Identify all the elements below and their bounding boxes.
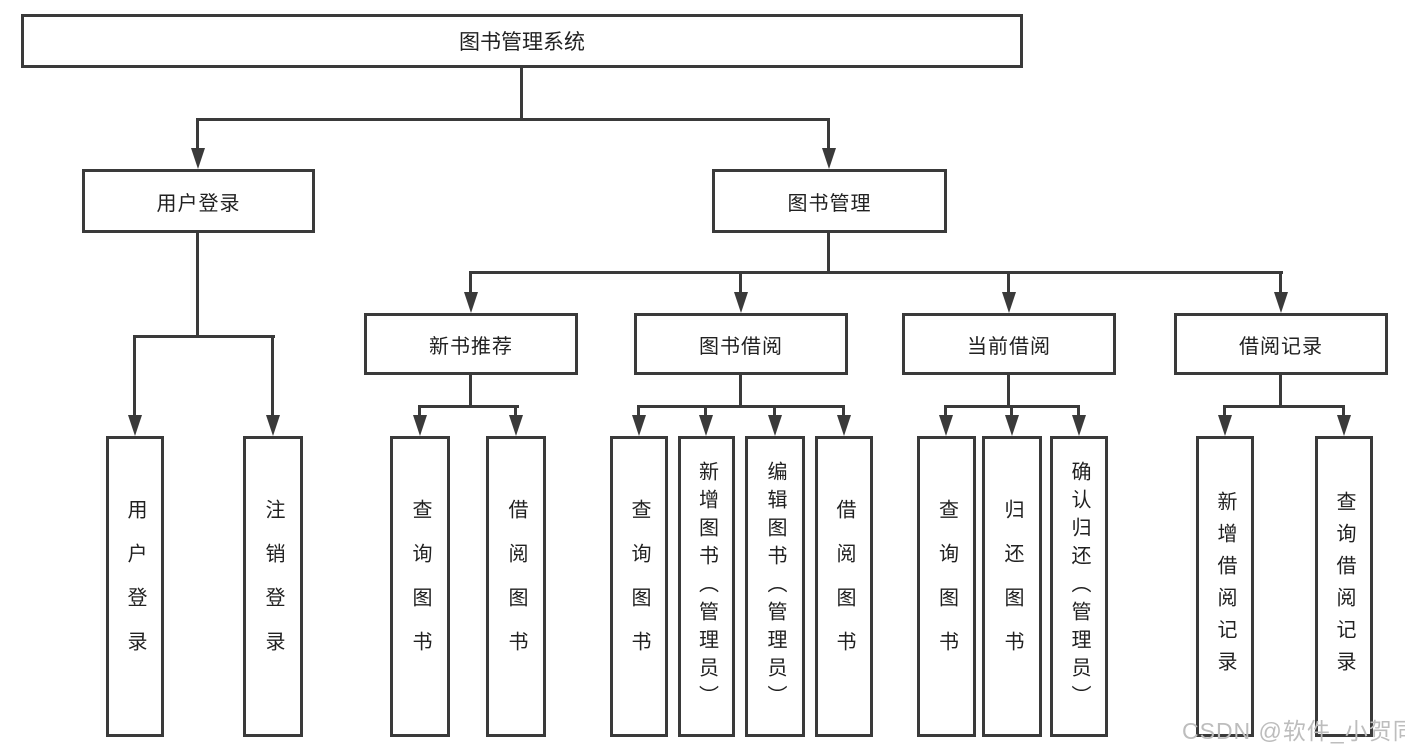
arrow-down-icon (1005, 415, 1019, 436)
node-user-login: 用户登录 (82, 169, 315, 233)
arrow-down-icon (1218, 415, 1232, 436)
leaf-query-book-3: 查询图书 (917, 436, 976, 737)
connector-line (1010, 405, 1013, 418)
connector-line (637, 405, 640, 418)
leaf-query-borrow-record-label: 查询借阅记录 (1333, 490, 1355, 683)
connector-line (1007, 375, 1010, 407)
connector-line (1077, 405, 1080, 418)
leaf-user-login: 用户登录 (106, 436, 164, 737)
arrow-down-icon (191, 148, 205, 169)
connector-line (827, 233, 830, 274)
arrow-down-icon (1072, 415, 1086, 436)
arrow-down-icon (1337, 415, 1351, 436)
connector-line (469, 271, 1283, 274)
leaf-borrow-book-2-label: 借阅图书 (833, 498, 855, 675)
leaf-borrow-book-1-label: 借阅图书 (505, 498, 527, 675)
connector-line (1279, 375, 1282, 407)
arrow-down-icon (413, 415, 427, 436)
connector-line (944, 405, 947, 418)
node-borrow-records-label: 借阅记录 (1239, 335, 1323, 358)
leaf-user-login-label: 用户登录 (124, 498, 146, 675)
arrow-down-icon (699, 415, 713, 436)
connector-line (514, 405, 517, 418)
leaf-return-book: 归还图书 (982, 436, 1042, 737)
connector-line (418, 405, 421, 418)
leaf-edit-book-admin-label: 编辑图书（管理员） (764, 460, 786, 713)
leaf-query-book-2: 查询图书 (610, 436, 668, 737)
connector-line (827, 118, 830, 151)
leaf-add-borrow-record: 新增借阅记录 (1196, 436, 1254, 737)
leaf-query-book-2-label: 查询图书 (628, 498, 650, 675)
arrow-down-icon (939, 415, 953, 436)
connector-line (469, 375, 472, 407)
connector-line (196, 118, 830, 121)
connector-line (133, 335, 136, 418)
leaf-return-book-label: 归还图书 (1001, 498, 1023, 675)
leaf-logout: 注销登录 (243, 436, 303, 737)
connector-line (1223, 405, 1345, 408)
arrow-down-icon (128, 415, 142, 436)
connector-line (739, 375, 742, 407)
node-new-book-recommend: 新书推荐 (364, 313, 578, 375)
node-new-book-recommend-label: 新书推荐 (429, 335, 513, 358)
arrow-down-icon (837, 415, 851, 436)
node-borrow-records: 借阅记录 (1174, 313, 1388, 375)
node-book-management-label: 图书管理 (787, 192, 872, 215)
arrow-down-icon (1002, 292, 1016, 313)
connector-line (739, 271, 742, 295)
connector-line (1342, 405, 1345, 418)
arrow-down-icon (464, 292, 478, 313)
connector-line (1223, 405, 1226, 418)
connector-line (196, 118, 199, 151)
node-book-borrow-label: 图书借阅 (699, 335, 783, 358)
watermark: CSDN @软件_小贺同学 (1182, 718, 1405, 744)
node-root: 图书管理系统 (21, 14, 1023, 68)
node-root-label: 图书管理系统 (459, 31, 585, 54)
leaf-confirm-return-admin-label: 确认归还（管理员） (1068, 460, 1090, 713)
connector-line (196, 233, 199, 338)
leaf-borrow-book-1: 借阅图书 (486, 436, 546, 737)
leaf-add-book-admin-label: 新增图书（管理员） (695, 460, 718, 713)
arrow-down-icon (768, 415, 782, 436)
connector-line (1007, 271, 1010, 295)
leaf-query-book-3-label: 查询图书 (935, 498, 958, 675)
connector-line (469, 271, 472, 295)
arrow-down-icon (734, 292, 748, 313)
arrow-down-icon (632, 415, 646, 436)
arrow-down-icon (509, 415, 523, 436)
arrow-down-icon (266, 415, 280, 436)
arrow-down-icon (1274, 292, 1288, 313)
node-current-borrow: 当前借阅 (902, 313, 1116, 375)
leaf-query-book-1: 查询图书 (390, 436, 450, 737)
connector-line (418, 405, 519, 408)
node-current-borrow-label: 当前借阅 (967, 335, 1051, 358)
node-book-borrow: 图书借阅 (634, 313, 848, 375)
connector-line (520, 68, 523, 119)
leaf-add-borrow-record-label: 新增借阅记录 (1214, 490, 1236, 683)
leaf-logout-label: 注销登录 (262, 498, 284, 675)
connector-line (1279, 271, 1282, 295)
connector-line (271, 335, 274, 418)
connector-line (133, 335, 275, 338)
node-user-login-label: 用户登录 (156, 192, 241, 215)
leaf-confirm-return-admin: 确认归还（管理员） (1050, 436, 1108, 737)
connector-line (842, 405, 845, 418)
connector-line (773, 405, 776, 418)
connector-line (704, 405, 707, 418)
arrow-down-icon (822, 148, 836, 169)
node-book-management: 图书管理 (712, 169, 947, 233)
leaf-add-book-admin: 新增图书（管理员） (678, 436, 735, 737)
connector-line (637, 405, 845, 408)
leaf-query-book-1-label: 查询图书 (409, 498, 431, 675)
leaf-edit-book-admin: 编辑图书（管理员） (745, 436, 805, 737)
leaf-borrow-book-2: 借阅图书 (815, 436, 873, 737)
leaf-query-borrow-record: 查询借阅记录 (1315, 436, 1373, 737)
